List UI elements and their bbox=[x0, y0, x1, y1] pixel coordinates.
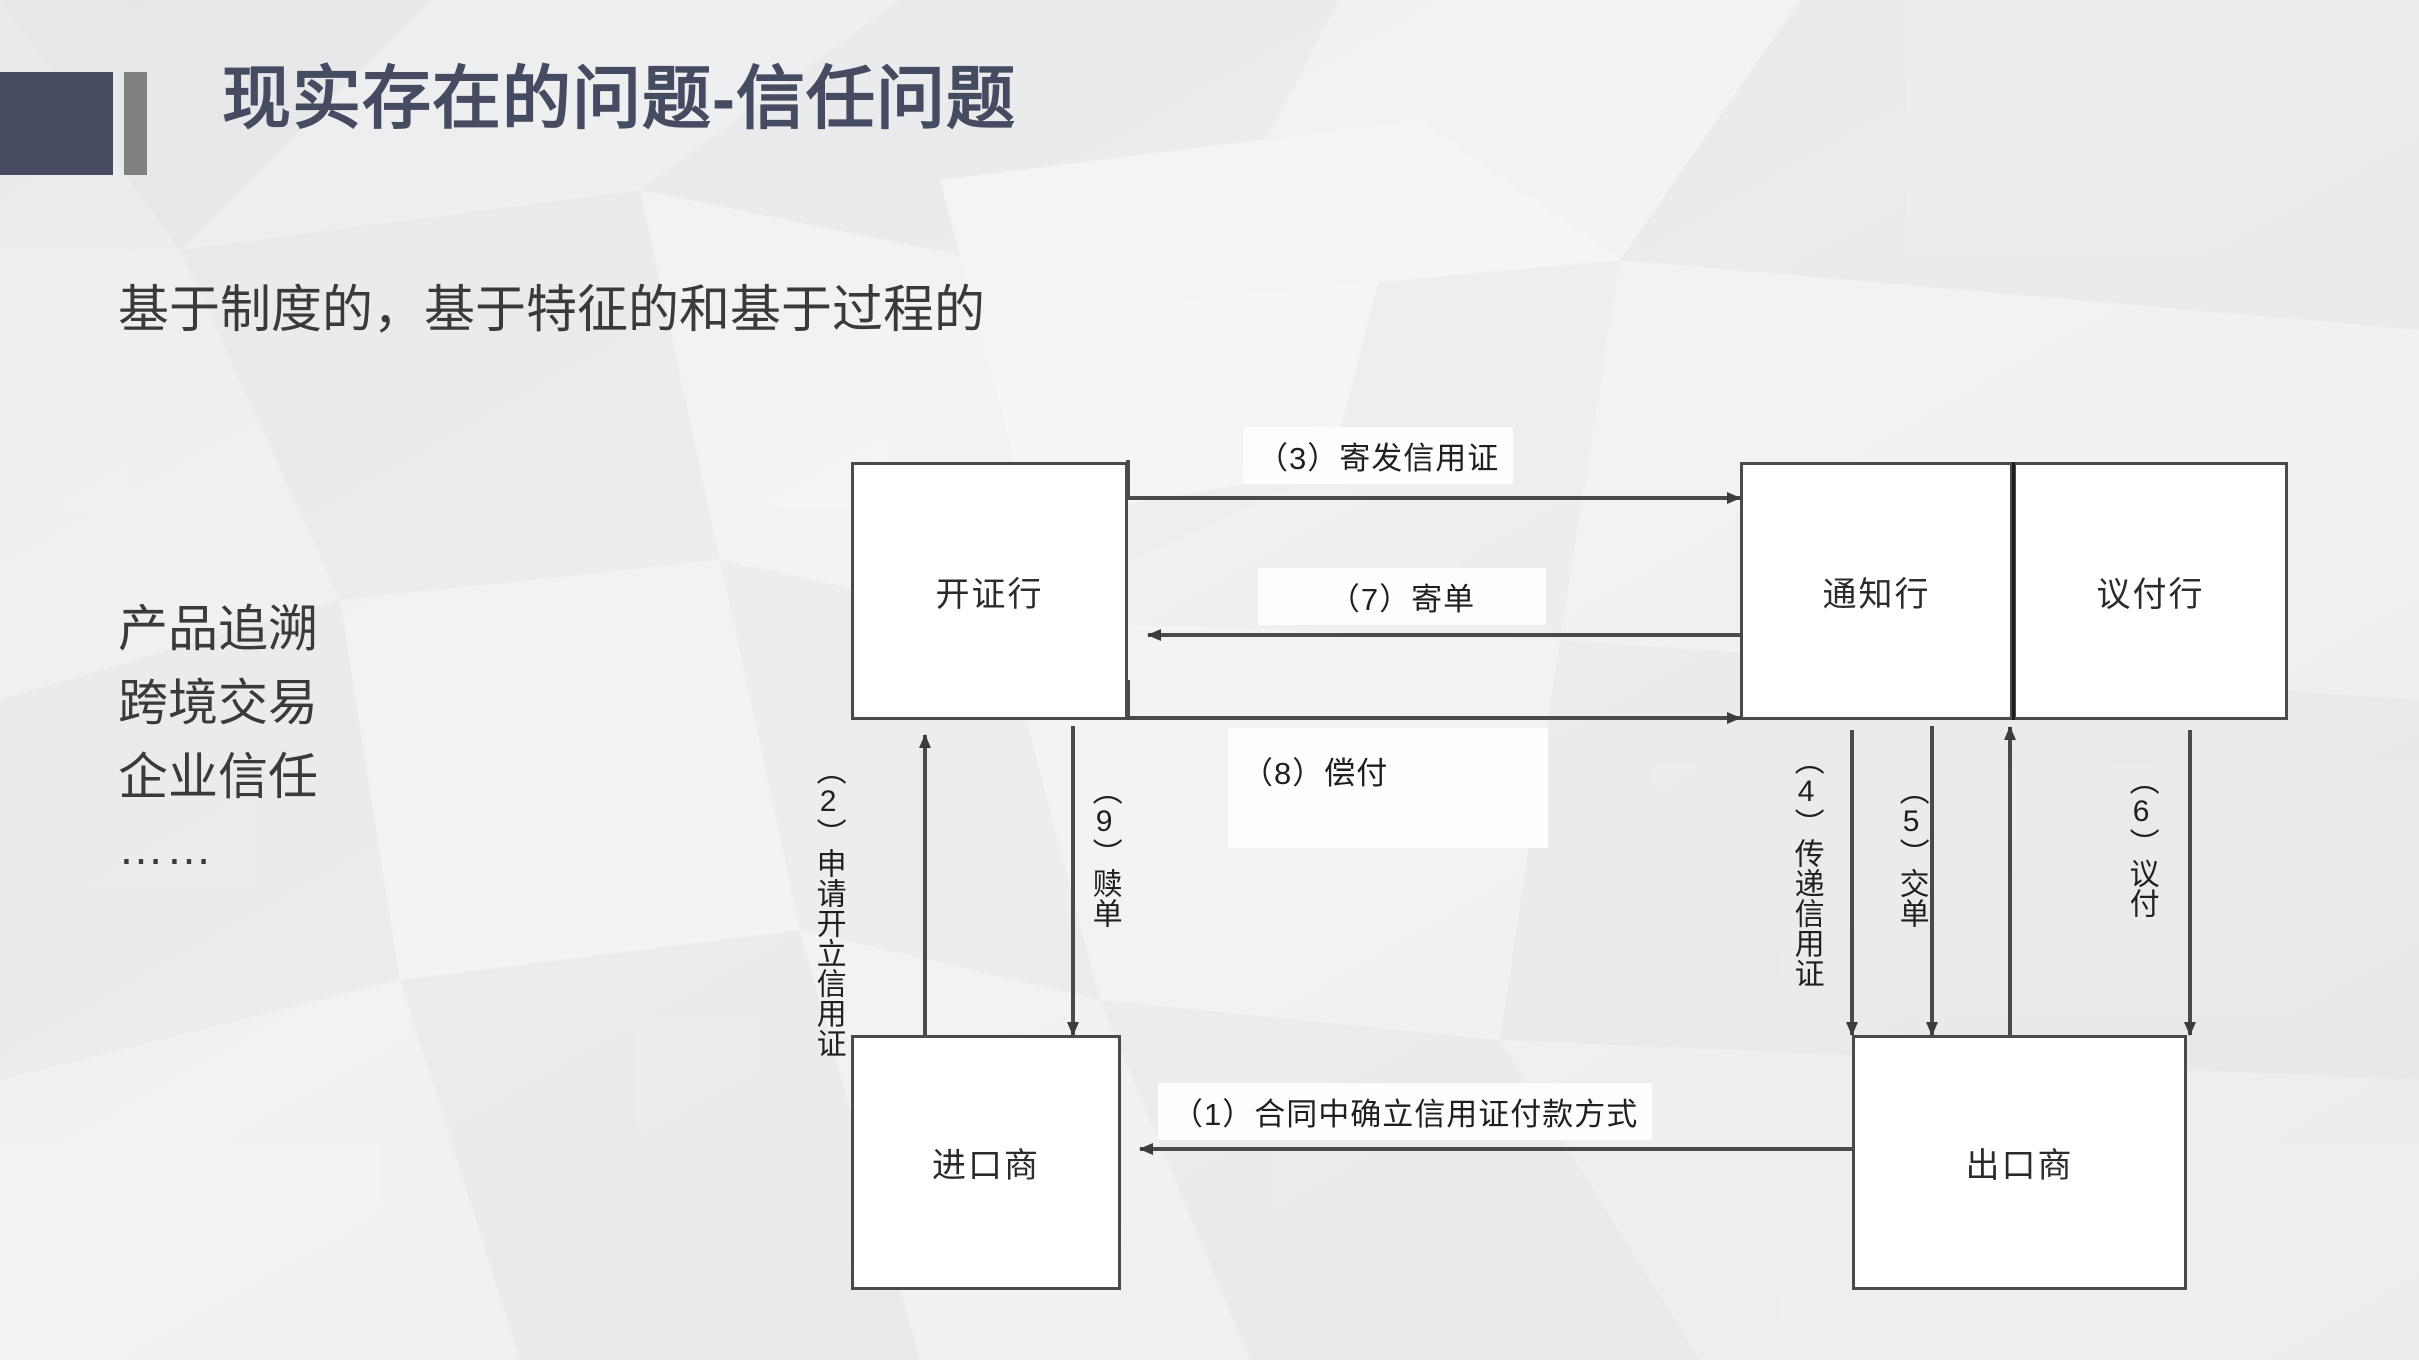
edge-label-step-5: （5）交单 bbox=[1894, 775, 1928, 928]
node-advising-bank[interactable]: 通知行 bbox=[1740, 462, 2013, 720]
subtitle-text: 基于制度的，基于特征的和基于过程的 bbox=[118, 281, 986, 338]
node-issuing-bank-label: 开证行 bbox=[935, 575, 1044, 614]
edge-label-step-9: （9）赎单 bbox=[1087, 775, 1121, 928]
header-accent-bar bbox=[124, 72, 147, 175]
bank-divider bbox=[2012, 462, 2015, 720]
node-negotiating-bank-label: 议付行 bbox=[2096, 575, 2205, 614]
edge-label-step-4: （4）传递信用证 bbox=[1789, 745, 1823, 988]
edge-label-step-1: （1）合同中确立信用证付款方式 bbox=[1158, 1083, 1653, 1140]
node-advising-bank-label: 通知行 bbox=[1822, 575, 1931, 614]
list-item: 跨境交易 bbox=[118, 675, 318, 731]
page-title: 现实存在的问题-信任问题 bbox=[222, 60, 1016, 137]
list-item-ellipsis: …… bbox=[118, 822, 214, 874]
left-keyword-list: 产品追溯 跨境交易 企业信任 …… bbox=[118, 592, 538, 882]
node-importer[interactable]: 进口商 bbox=[851, 1035, 1121, 1290]
header-accent-block bbox=[0, 72, 113, 175]
node-exporter[interactable]: 出口商 bbox=[1852, 1035, 2187, 1290]
node-negotiating-bank[interactable]: 议付行 bbox=[2013, 462, 2288, 720]
edge-label-step-6: （6）议付 bbox=[2124, 765, 2158, 918]
list-item: 产品追溯 bbox=[118, 601, 318, 657]
edge-label-step-7: （7）寄单 bbox=[1258, 568, 1546, 625]
node-exporter-label: 出口商 bbox=[1965, 1147, 2074, 1185]
edge-label-step-2: （2）申请开立信用证 bbox=[811, 755, 845, 1058]
edge-label-step-8: （8）偿付 bbox=[1228, 728, 1548, 848]
list-item: 企业信任 bbox=[118, 749, 318, 805]
edge-label-step-3: （3）寄发信用证 bbox=[1243, 427, 1514, 484]
node-importer-label: 进口商 bbox=[932, 1147, 1040, 1185]
node-issuing-bank[interactable]: 开证行 bbox=[851, 462, 1128, 720]
